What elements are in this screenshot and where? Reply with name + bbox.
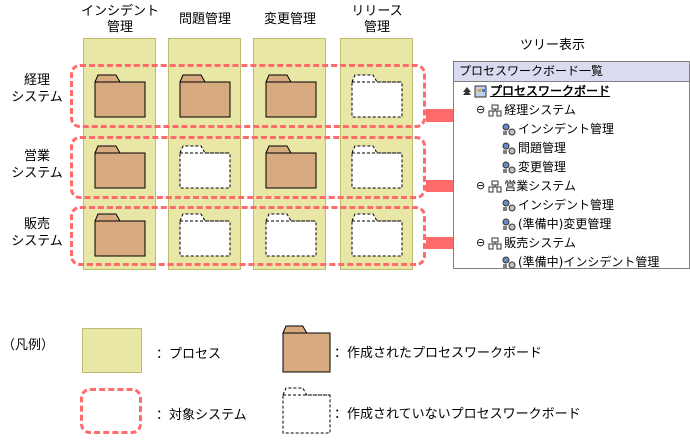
tree-node-label: 問題管理 bbox=[518, 141, 567, 155]
system-icon bbox=[488, 180, 502, 192]
legend-not-created-label: ：作成されていないプロセスワークボード bbox=[334, 407, 581, 422]
legend-not-created-folder-icon bbox=[282, 387, 331, 434]
tree-board-node[interactable]: (準備中)変更管理 bbox=[502, 217, 611, 231]
legend-process-label: ：プロセス bbox=[156, 347, 222, 362]
tree-board-node[interactable]: (準備中)インシデント管理 bbox=[502, 255, 659, 269]
legend-process-swatch bbox=[82, 328, 142, 373]
board-folder-r0-c1-created bbox=[179, 74, 231, 118]
tree-system-node[interactable]: ⊖ 販売システム bbox=[476, 236, 576, 250]
collapse-up-icon[interactable] bbox=[462, 86, 472, 96]
legend-target-swatch bbox=[80, 388, 142, 434]
tree-node-label: 販売システム bbox=[504, 236, 576, 250]
board-folder-r2-c2-empty bbox=[265, 213, 317, 257]
tree-node-label: 営業システム bbox=[504, 179, 576, 193]
workboard-icon bbox=[502, 161, 516, 173]
collapse-toggle-icon[interactable]: ⊖ bbox=[476, 236, 486, 249]
legend-title: （凡例） bbox=[2, 338, 55, 353]
column-header-change: 変更管理 bbox=[263, 12, 316, 27]
target-system-accounting bbox=[70, 64, 426, 128]
tree-node-label: (準備中)インシデント管理 bbox=[518, 255, 660, 269]
column-header-problem: 問題管理 bbox=[178, 12, 231, 27]
legend-created-label: ：作成されたプロセスワークボード bbox=[334, 346, 543, 361]
tree-board-node[interactable]: インシデント管理 bbox=[502, 198, 614, 212]
tree-board-node[interactable]: インシデント管理 bbox=[502, 122, 614, 136]
tree-board-node[interactable]: 変更管理 bbox=[502, 160, 566, 174]
system-icon bbox=[488, 237, 502, 249]
workboard-icon bbox=[502, 123, 516, 135]
legend-target-label: ：対象システム bbox=[156, 408, 247, 423]
target-system-sales bbox=[70, 136, 426, 199]
board-folder-r1-c1-empty bbox=[179, 145, 231, 189]
board-folder-r1-c0-created bbox=[94, 145, 146, 189]
tree-heading: ツリー表示 bbox=[520, 38, 586, 53]
tree-root-label: プロセスワークボード bbox=[490, 84, 611, 98]
tree-board-node[interactable]: 問題管理 bbox=[502, 141, 566, 155]
collapse-toggle-icon[interactable]: ⊖ bbox=[476, 103, 486, 116]
row-header-retail: 販売 システム bbox=[11, 217, 63, 249]
target-system-retail bbox=[70, 206, 426, 266]
board-folder-r0-c0-created bbox=[94, 74, 146, 118]
workboard-icon bbox=[502, 199, 516, 211]
tree-root[interactable]: プロセスワークボード bbox=[462, 84, 610, 98]
board-folder-r1-c2-created bbox=[265, 145, 317, 189]
system-icon bbox=[488, 104, 502, 116]
row-header-accounting: 経理 システム bbox=[11, 73, 63, 105]
collapse-toggle-icon[interactable]: ⊖ bbox=[476, 179, 486, 192]
tree-panel: プロセスワークボード一覧 プロセスワークボード ⊖ 経理システムインシデント管理問… bbox=[453, 61, 690, 269]
tree-system-node[interactable]: ⊖ 経理システム bbox=[476, 103, 576, 117]
workboard-icon bbox=[502, 218, 516, 230]
column-header-release: リリース 管理 bbox=[351, 4, 403, 35]
tree-panel-title: プロセスワークボード一覧 bbox=[454, 62, 689, 82]
board-folder-r2-c0-created bbox=[94, 213, 146, 257]
board-folder-r2-c3-empty bbox=[351, 213, 403, 257]
workboard-icon bbox=[502, 256, 516, 268]
tree-node-label: 変更管理 bbox=[518, 160, 567, 174]
legend-created-folder-icon bbox=[282, 325, 331, 373]
workboard-icon bbox=[502, 142, 516, 154]
column-header-incident: インシデント 管理 bbox=[80, 4, 159, 35]
board-folder-r2-c1-empty bbox=[179, 213, 231, 257]
tree-node-label: インシデント管理 bbox=[518, 198, 615, 212]
tree-node-label: インシデント管理 bbox=[518, 122, 615, 136]
tree-system-node[interactable]: ⊖ 営業システム bbox=[476, 179, 576, 193]
board-folder-r0-c2-created bbox=[265, 74, 317, 118]
workboard-root-icon bbox=[474, 85, 487, 98]
board-folder-r0-c3-empty bbox=[351, 74, 403, 118]
board-folder-r1-c3-empty bbox=[351, 145, 403, 189]
row-header-sales: 営業 システム bbox=[11, 149, 63, 181]
tree-node-label: (準備中)変更管理 bbox=[518, 217, 612, 231]
tree-node-label: 経理システム bbox=[504, 103, 576, 117]
